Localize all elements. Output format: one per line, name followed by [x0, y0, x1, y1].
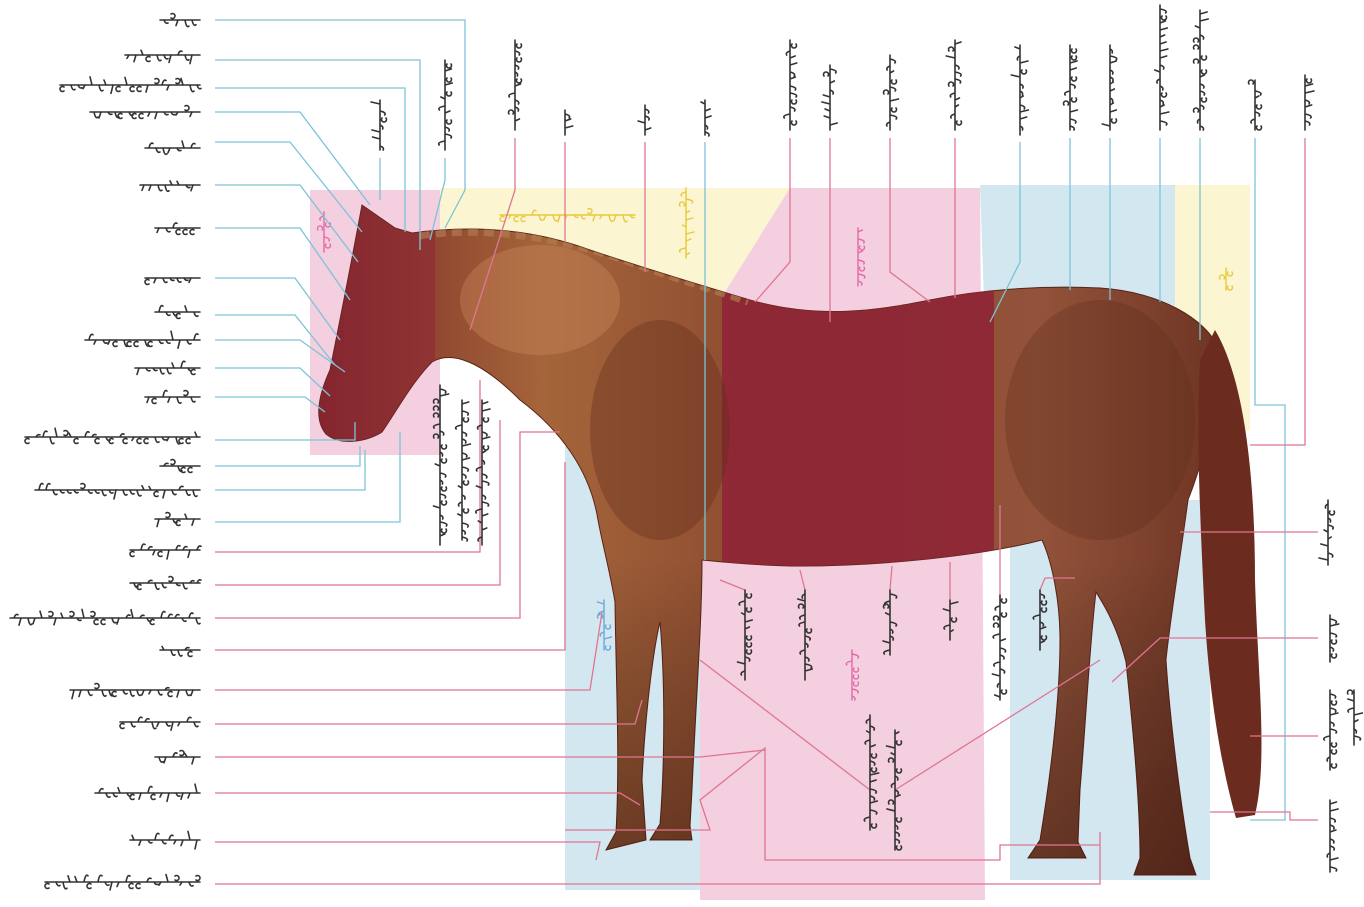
barrel-highlight — [722, 280, 994, 580]
neck-highlight — [460, 245, 620, 355]
shoulder-muscle — [590, 320, 730, 540]
hindquarter-muscle — [1005, 300, 1195, 540]
